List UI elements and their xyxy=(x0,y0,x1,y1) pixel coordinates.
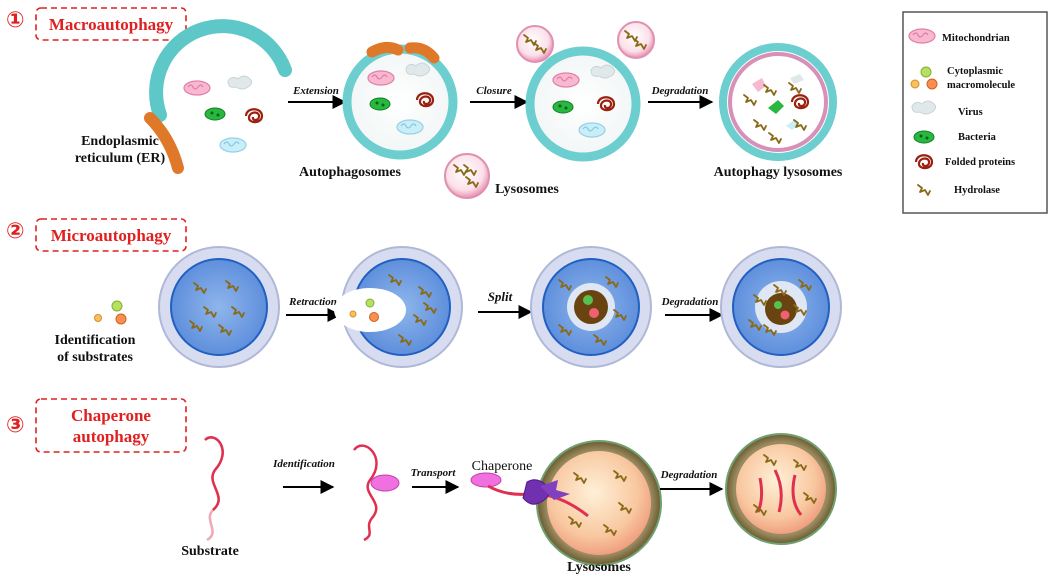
section-title-chaperone-2: autophagy xyxy=(73,427,150,446)
degrading-lysosome xyxy=(720,246,842,368)
folded-protein-icon xyxy=(244,108,264,124)
bacteria-icon xyxy=(552,100,574,114)
substrate-icon xyxy=(204,436,224,542)
invaginating-lysosome xyxy=(334,246,463,368)
lysosomes-label: Lysosomes xyxy=(495,182,559,197)
step-split: Split xyxy=(488,289,513,304)
mitochondrion-icon xyxy=(552,72,580,88)
section-title-microautophagy: Microautophagy xyxy=(51,226,172,245)
mitochondrion-blue-icon xyxy=(396,119,424,135)
section-number-3: ③ xyxy=(6,412,25,437)
legend-label-bacteria: Bacteria xyxy=(958,132,997,143)
step-degradation: Degradation xyxy=(651,85,709,97)
legend-label-folded-proteins: Folded proteins xyxy=(945,157,1015,168)
section-title-macroautophagy: Macroautophagy xyxy=(49,15,174,34)
legend-label-virus: Virus xyxy=(958,107,983,118)
section-title-box xyxy=(35,398,187,453)
chaperone-icon xyxy=(470,472,502,488)
section-chaperone-autophagy: ③ Chaperone autophagy Substrate Identifi… xyxy=(6,398,837,575)
section-number-1: ① xyxy=(6,7,25,32)
substrate-label-2: of substrates xyxy=(57,350,133,365)
phagophore-membrane xyxy=(149,19,292,122)
legend-label-hydrolase: Hydrolase xyxy=(954,185,1000,196)
er-icon xyxy=(144,112,184,174)
step-degradation: Degradation xyxy=(660,469,718,481)
mitochondrion-blue-icon xyxy=(219,137,247,153)
substrate-label: Substrate xyxy=(181,544,239,559)
legend-label-mitochondrion: Mitochondrian xyxy=(942,33,1010,44)
er-label-2: reticulum (ER) xyxy=(75,151,166,166)
lysosome xyxy=(444,153,490,199)
virus-icon xyxy=(590,64,616,79)
autophagosome xyxy=(342,41,458,160)
legend-label-macromolecule-1: Cytoplasmic xyxy=(947,66,1003,77)
virus-icon xyxy=(405,62,431,77)
closed-autophagosome xyxy=(516,21,655,162)
virus-icon xyxy=(911,100,937,115)
virus-icon xyxy=(227,75,253,90)
chaperone-icon xyxy=(370,474,400,492)
section-title-box xyxy=(35,218,187,252)
phagophore-stage: Endoplasmic reticulum (ER) xyxy=(75,19,292,174)
degraded-cma-lysosome xyxy=(725,433,837,545)
section-macroautophagy: ① Macroautophagy Endoplasmic reticulum (… xyxy=(6,7,843,199)
macromolecule-icon xyxy=(910,66,938,90)
mitochondrion-icon xyxy=(908,28,936,44)
lysosomes-label: Lysosomes xyxy=(567,560,631,575)
bacteria-icon xyxy=(204,107,226,121)
autophagosomes-label: Autophagosomes xyxy=(299,165,401,180)
legend-label-macromolecule-2: macromolecule xyxy=(947,80,1015,91)
mitochondrion-icon xyxy=(183,80,211,96)
bacteria-icon xyxy=(369,97,391,111)
step-identification: Identification xyxy=(272,458,335,470)
legend: Mitochondrian Cytoplasmic macromolecule … xyxy=(902,11,1048,214)
substrate-icon xyxy=(352,444,378,542)
lysosome-cell xyxy=(158,246,280,368)
autophagy-lysosome xyxy=(719,43,837,161)
section-title-chaperone-1: Chaperone xyxy=(71,406,151,425)
macromolecule-icon xyxy=(94,300,127,325)
er-fragment-icon xyxy=(404,42,440,64)
step-closure: Closure xyxy=(476,85,512,97)
step-transport: Transport xyxy=(411,467,457,479)
step-degradation: Degradation xyxy=(661,296,719,308)
step-retraction: Retraction xyxy=(288,296,337,308)
chaperone-label: Chaperone xyxy=(472,459,533,474)
er-fragment-icon xyxy=(366,41,404,58)
substrate-label-1: Identification xyxy=(55,333,136,348)
bacteria-icon xyxy=(913,130,935,144)
section-number-2: ② xyxy=(6,218,25,243)
er-label-1: Endoplasmic xyxy=(81,134,159,149)
section-microautophagy: ② Microautophagy Identification of subst… xyxy=(6,218,842,368)
split-lysosome xyxy=(530,246,652,368)
autophagy-lysosomes-label: Autophagy lysosomes xyxy=(714,165,843,180)
step-extension: Extension xyxy=(292,85,339,97)
cma-lysosome xyxy=(487,440,662,566)
mitochondrion-blue-icon xyxy=(578,122,606,138)
mitochondrion-icon xyxy=(367,70,395,86)
section-title-box xyxy=(35,7,187,41)
